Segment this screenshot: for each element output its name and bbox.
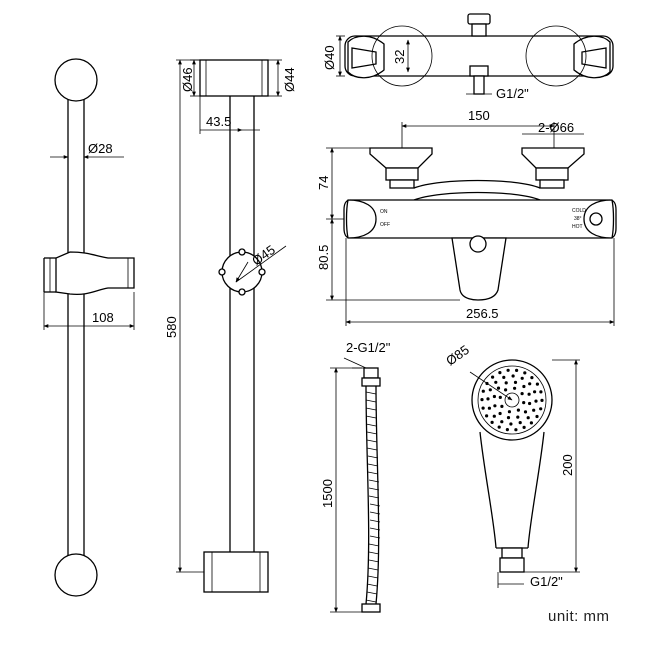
nozzle-dot	[496, 386, 501, 390]
nozzle-dot	[507, 410, 511, 414]
nozzle-dot	[527, 392, 531, 396]
inlet-diameters-label: 2-Ø66	[538, 120, 574, 135]
nozzle-dot	[540, 398, 544, 402]
nozzle-dot	[504, 381, 508, 385]
nozzle-dot	[522, 384, 526, 389]
nozzle-dot	[498, 371, 502, 375]
nozzle-dot	[539, 407, 543, 411]
nozzle-dot	[481, 389, 485, 393]
inlet-height-label: 74	[316, 176, 331, 190]
nozzle-dot	[535, 382, 540, 386]
nozzle-dot	[500, 420, 504, 424]
inlet-centers-label: 150	[468, 108, 490, 123]
nozzle-dot	[513, 386, 517, 390]
nozzle-dot	[530, 376, 534, 380]
rail-bracket-width-label: 108	[92, 310, 114, 325]
nozzle-dot	[497, 425, 501, 429]
mixer-on-label: ON	[380, 209, 388, 215]
nozzle-dot	[522, 425, 526, 429]
nozzle-dot	[498, 395, 502, 399]
mixer-outlet-label: G1/2"	[496, 86, 529, 101]
bracket-diameter-44-label: Ø44	[282, 67, 297, 92]
nozzle-dot	[500, 404, 504, 408]
nozzle-dot	[486, 397, 490, 401]
mixer-depth-label: Ø40	[322, 45, 337, 70]
nozzle-dot	[504, 388, 508, 392]
nozzle-dot	[481, 406, 485, 410]
slide-rail-front-view	[43, 58, 135, 597]
nozzle-dot	[480, 398, 484, 402]
rail-bar-diameter-label: Ø28	[88, 141, 113, 156]
nozzle-dot	[523, 371, 527, 375]
handset-thread-label: G1/2"	[530, 574, 563, 589]
nozzle-dot	[488, 388, 492, 392]
nozzle-dot	[520, 392, 524, 396]
nozzle-dot	[514, 428, 518, 432]
nozzle-dot	[485, 414, 489, 418]
nozzle-dot	[505, 428, 509, 432]
nozzle-dot	[515, 368, 519, 372]
unit-label: unit: mm	[548, 608, 610, 625]
hand-shower	[469, 359, 580, 588]
mixer-cold-label: COLD	[572, 208, 586, 214]
nozzle-dot	[490, 420, 494, 424]
spray-nozzles	[480, 368, 544, 432]
shower-hose	[330, 357, 381, 613]
mixer-hot-label: HOT	[572, 224, 583, 230]
nozzle-dot	[518, 421, 522, 425]
nozzle-dot	[491, 375, 495, 379]
nozzle-dot	[520, 376, 524, 380]
nozzle-dot	[506, 368, 510, 372]
nozzle-dot	[511, 374, 515, 378]
nozzle-dot	[535, 414, 539, 419]
nozzle-dot	[526, 416, 530, 420]
nozzle-dot	[528, 401, 532, 406]
nozzle-dot	[502, 375, 506, 379]
nozzle-dot	[516, 415, 520, 419]
nozzle-dot	[534, 399, 538, 403]
slide-rail-side-view	[176, 59, 287, 593]
nozzle-dot	[532, 408, 536, 412]
bracket-offset-label: 43.5	[206, 114, 231, 129]
rail-length-label: 580	[164, 316, 179, 338]
mixer-width-label: 256.5	[466, 306, 499, 321]
nozzle-dot	[516, 408, 521, 412]
nozzle-dot	[522, 401, 526, 405]
bracket-diameter-46-label: Ø46	[180, 67, 195, 92]
body-height-label: 80.5	[316, 245, 331, 270]
nozzle-dot	[528, 382, 532, 386]
nozzle-dot	[529, 421, 534, 425]
hose-threads-label: 2-G1/2"	[346, 340, 391, 355]
nozzle-dot	[509, 422, 513, 426]
nozzle-dot	[492, 414, 496, 418]
nozzle-dot	[539, 390, 543, 394]
mixer-temp-label: 38°	[574, 216, 582, 222]
nozzle-dot	[533, 390, 537, 394]
handset-diameter-label: Ø85	[443, 342, 472, 368]
nozzle-dot	[506, 416, 511, 420]
hose-length-label: 1500	[320, 479, 335, 508]
mixer-top-view	[336, 13, 614, 95]
mixer-off-label: OFF	[380, 222, 390, 228]
nozzle-dot	[494, 380, 498, 384]
nozzle-dot	[513, 380, 518, 384]
nozzle-dot	[493, 404, 497, 408]
nozzle-dot	[492, 394, 496, 399]
mixer-inner-label: 32	[392, 50, 407, 64]
nozzle-dot	[523, 410, 528, 414]
nozzle-dot	[498, 411, 502, 416]
mixer-front-view	[326, 122, 617, 326]
handset-length-label: 200	[560, 454, 575, 476]
nozzle-dot	[487, 406, 491, 410]
